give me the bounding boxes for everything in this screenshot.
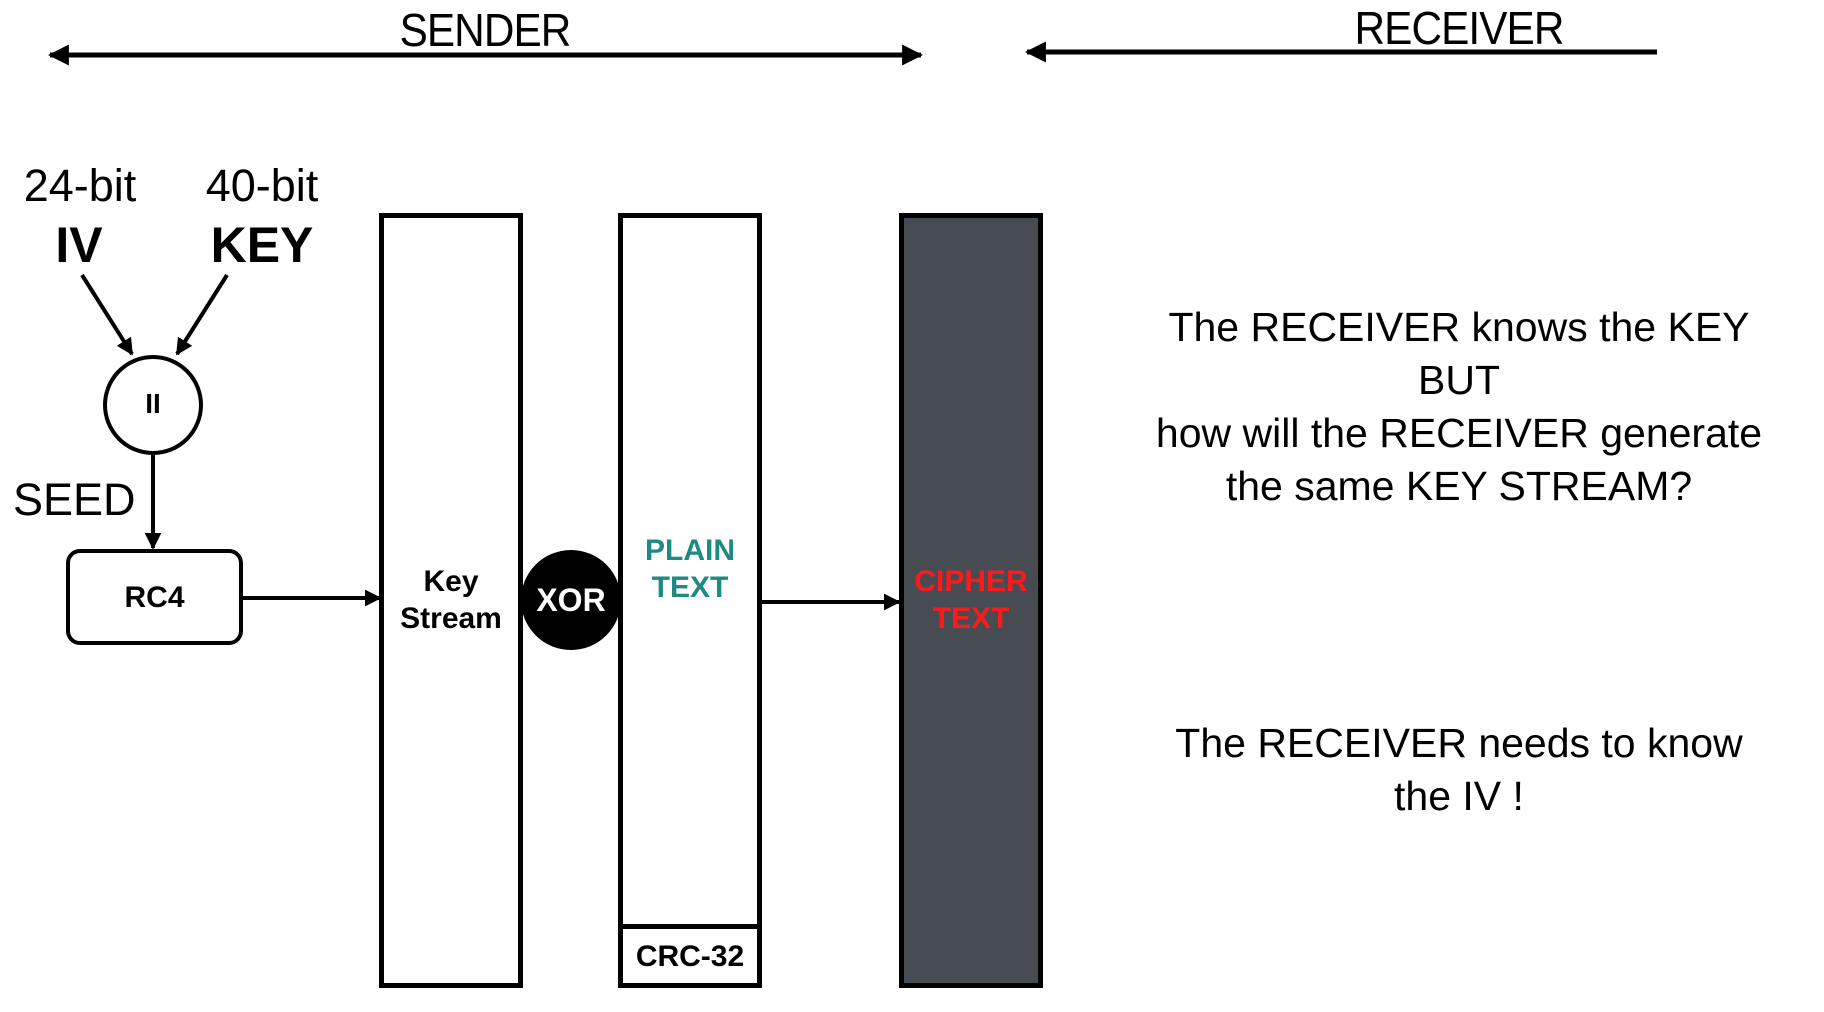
plaintext-label: PLAIN TEXT [618, 532, 762, 606]
xor-label: XOR [536, 581, 606, 618]
concat-symbol: II [145, 388, 161, 419]
xor-operator: XOR [521, 550, 621, 650]
ciphertext-label-line-2: TEXT [932, 602, 1010, 635]
key-bits-label: 40-bit [205, 160, 319, 211]
receiver-answer-note: The RECEIVER needs to know the IV ! [1079, 717, 1824, 823]
seed-label: SEED [13, 474, 136, 525]
note-line: the IV ! [1394, 773, 1524, 819]
keystream-label: Key Stream [379, 563, 523, 637]
ciphertext-column [899, 213, 1043, 988]
plaintext-column [618, 213, 762, 988]
sender-label: SENDER [399, 4, 572, 56]
crc32-label: CRC-32 [635, 939, 745, 973]
rc4-label: RC4 [124, 580, 185, 614]
note-line: BUT [1418, 357, 1500, 403]
keystream-column [379, 213, 523, 988]
keystream-label-line-2: Stream [400, 602, 502, 635]
receiver-question-note: The RECEIVER knows the KEY BUT how will … [1079, 301, 1824, 513]
key-to-concat-arrow [175, 273, 229, 356]
ciphertext-label: CIPHER TEXT [899, 563, 1043, 637]
crc32-block: CRC-32 [618, 924, 762, 988]
iv-bits-label: 24-bit [23, 160, 137, 211]
note-line: how will the RECEIVER generate [1155, 410, 1763, 456]
rc4-block: RC4 [66, 549, 243, 645]
plaintext-label-line-2: TEXT [651, 571, 729, 604]
keystream-label-line-1: Key [423, 565, 479, 598]
iv-to-concat-arrow [80, 273, 134, 356]
plaintext-label-line-1: PLAIN [645, 534, 735, 567]
iv-label: IV [55, 217, 103, 273]
note-line: the same KEY STREAM? [1225, 463, 1693, 509]
note-line: The RECEIVER needs to know [1175, 720, 1743, 766]
key-label: KEY [210, 217, 314, 273]
note-line: The RECEIVER knows the KEY [1168, 304, 1750, 350]
receiver-label: RECEIVER [1354, 2, 1564, 54]
ciphertext-label-line-1: CIPHER [914, 565, 1028, 598]
